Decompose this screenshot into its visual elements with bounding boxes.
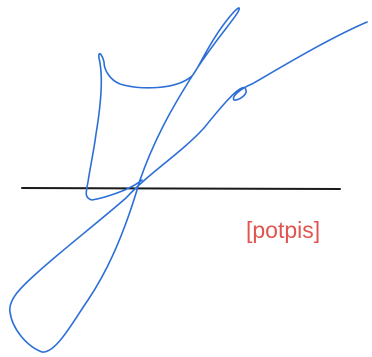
signature-line bbox=[21, 187, 341, 190]
handwritten-signature bbox=[9, 7, 368, 353]
signature-placeholder-label: [potpis] bbox=[246, 217, 321, 243]
